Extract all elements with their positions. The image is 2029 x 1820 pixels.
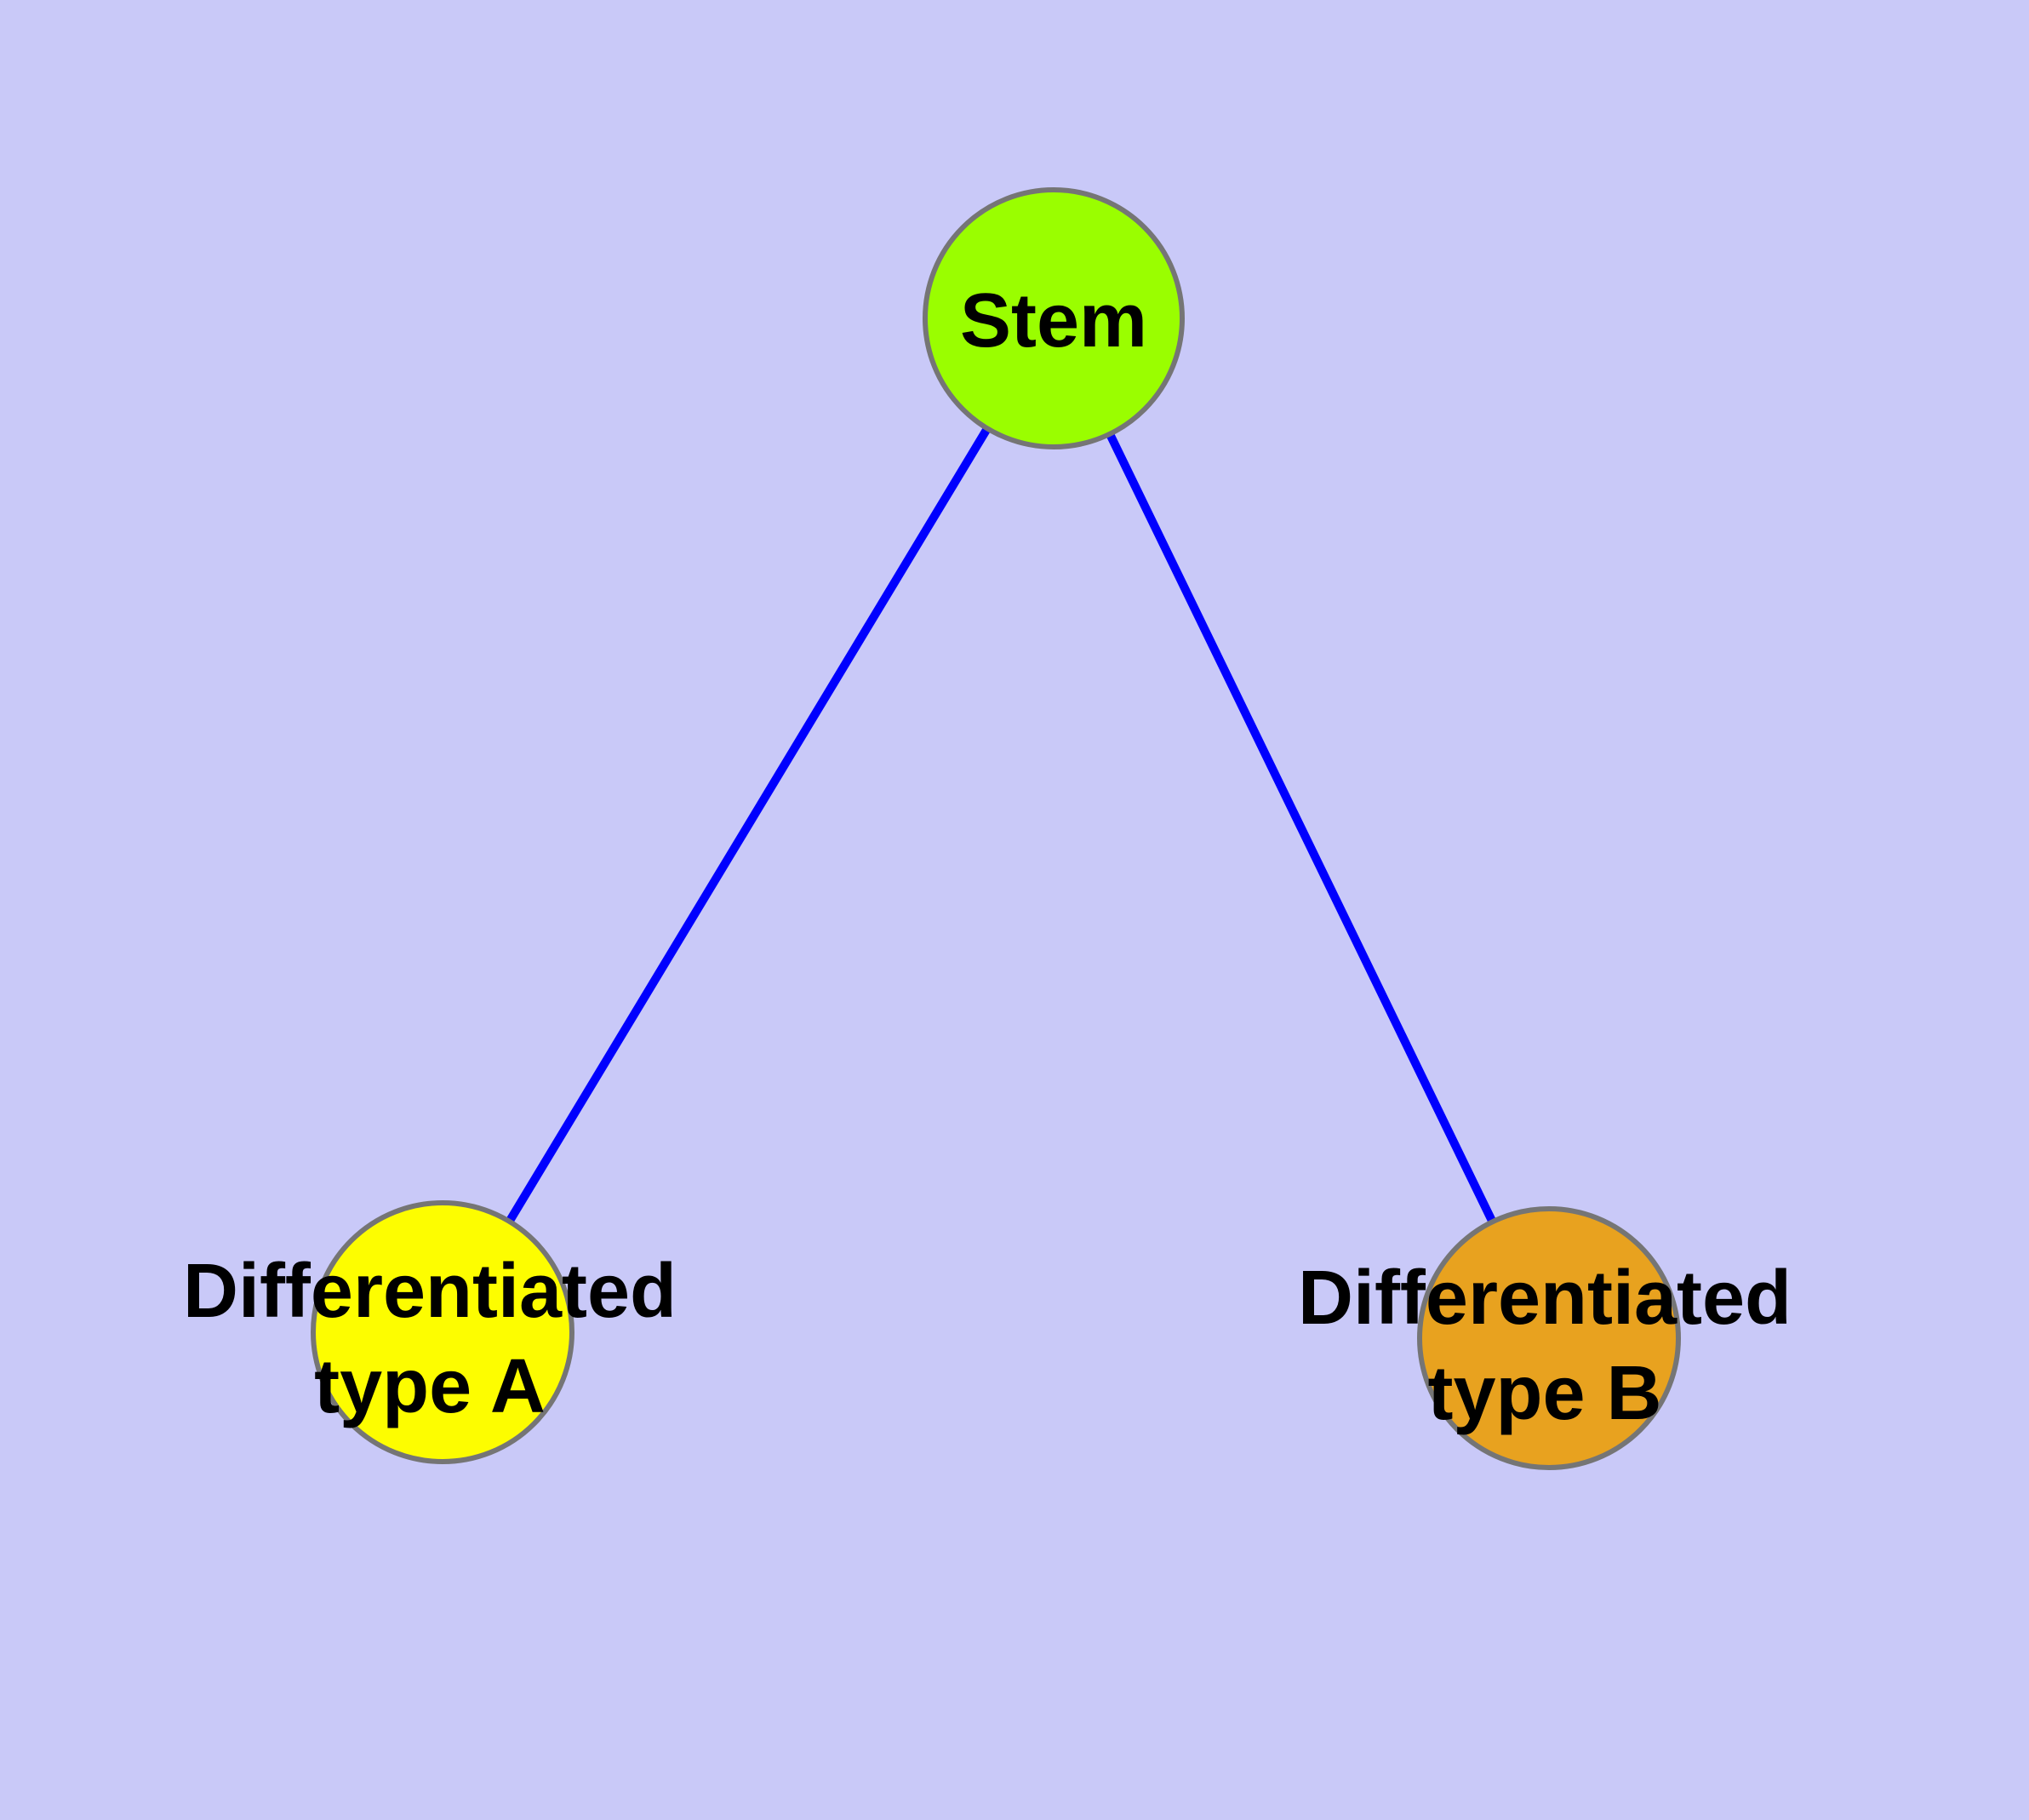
node-differentiated-type-a	[311, 1200, 574, 1464]
node-differentiated-type-b	[1417, 1206, 1681, 1470]
node-stem-label: Stem	[960, 278, 1147, 363]
node-type-a-label-line1: Differentiated	[183, 1249, 677, 1334]
edge-stem-to-type-b	[1049, 314, 1553, 1342]
node-type-b-label-line1: Differentiated	[1298, 1256, 1792, 1341]
edge-stem-to-type-a	[438, 314, 1058, 1336]
node-stem	[923, 187, 1185, 449]
node-type-b-label-line2: type B	[1427, 1351, 1661, 1436]
node-type-a-label-line2: type A	[314, 1344, 546, 1429]
